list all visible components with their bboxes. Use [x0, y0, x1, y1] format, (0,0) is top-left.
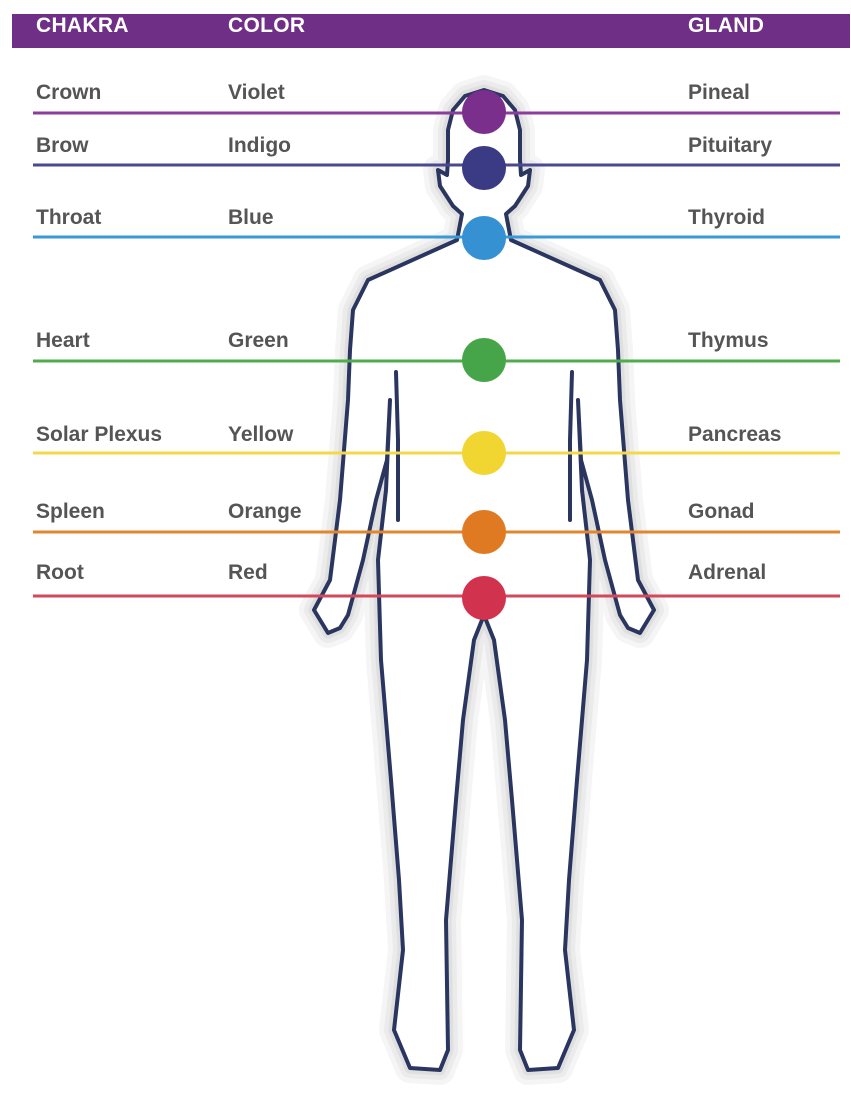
chakra-color-root: Red — [228, 560, 268, 586]
chakra-dot-brow — [462, 146, 506, 190]
chakra-gland-throat: Thyroid — [688, 205, 765, 231]
chakra-color-crown: Violet — [228, 80, 285, 106]
chakra-dot-root — [462, 576, 506, 620]
left-arm-gap — [396, 372, 398, 520]
chakra-color-throat: Blue — [228, 205, 274, 231]
chakra-name-crown: Crown — [36, 80, 101, 106]
chakra-name-heart: Heart — [36, 328, 90, 354]
chakra-gland-brow: Pituitary — [688, 133, 772, 159]
chakra-name-solar-plexus: Solar Plexus — [36, 422, 162, 448]
chakra-gland-heart: Thymus — [688, 328, 769, 354]
chakra-dot-spleen — [462, 510, 506, 554]
chakra-gland-crown: Pineal — [688, 80, 750, 106]
chakra-dot-solar-plexus — [462, 431, 506, 475]
chakra-dots — [462, 90, 506, 620]
chakra-gland-solar-plexus: Pancreas — [688, 422, 781, 448]
chakra-gland-root: Adrenal — [688, 560, 766, 586]
chakra-dot-crown — [462, 90, 506, 134]
right-arm-gap — [570, 372, 572, 520]
chakra-name-throat: Throat — [36, 205, 101, 231]
chakra-gland-spleen: Gonad — [688, 499, 755, 525]
chakra-name-root: Root — [36, 560, 84, 586]
chakra-color-brow: Indigo — [228, 133, 291, 159]
chakra-dot-heart — [462, 338, 506, 382]
chakra-name-brow: Brow — [36, 133, 89, 159]
chakra-name-spleen: Spleen — [36, 499, 105, 525]
chakra-color-heart: Green — [228, 328, 289, 354]
chakra-dot-throat — [462, 216, 506, 260]
chakra-color-solar-plexus: Yellow — [228, 422, 293, 448]
chakra-color-spleen: Orange — [228, 499, 302, 525]
